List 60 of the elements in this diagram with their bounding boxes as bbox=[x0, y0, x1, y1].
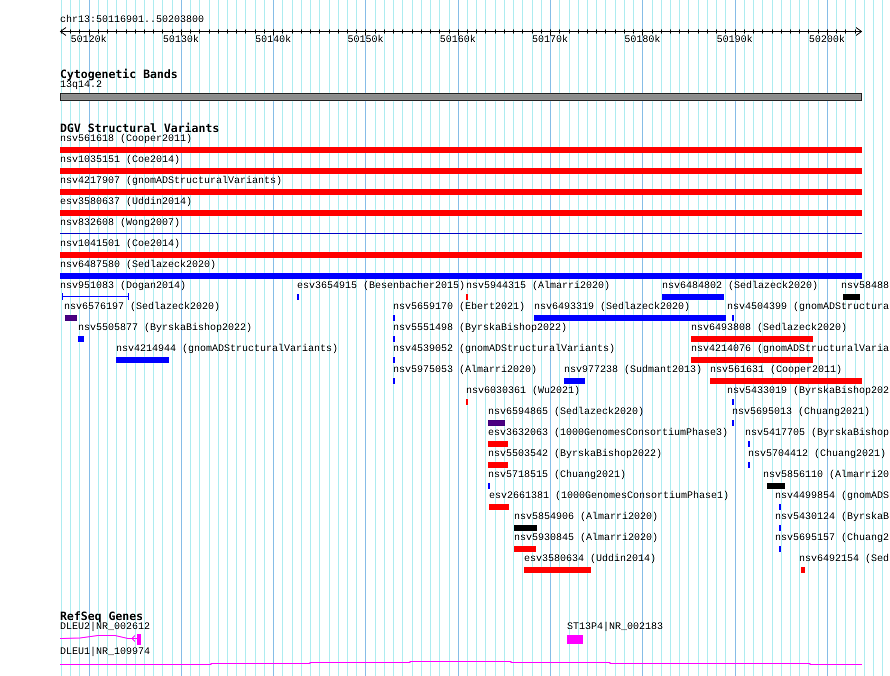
variant-label: nsv4539052 (gnomADStructuralVariants) bbox=[393, 344, 616, 356]
variant-label: nsv561631 (Cooper2011) bbox=[710, 365, 842, 377]
gene-label: DLEU1|NR_109974 bbox=[60, 646, 150, 658]
variant-label: nsv5944315 (Almarri2020) bbox=[466, 281, 610, 293]
variant-label: nsv58488 bbox=[840, 281, 889, 293]
variant-label: nsv5430124 (ByrskaB bbox=[774, 512, 889, 524]
variant-label: nsv5695013 (Chuang2021) bbox=[732, 407, 870, 419]
gene-label: ST13P4|NR_002183 bbox=[567, 622, 664, 634]
variant-label: nsv4504399 (gnomADStructura bbox=[726, 302, 889, 314]
variant-label: nsv1041501 (Coe2014) bbox=[60, 239, 180, 251]
variant-label: nsv5551498 (ByrskaBishop2022) bbox=[393, 323, 568, 335]
variant-label: nsv951083 (Dogan2014) bbox=[60, 281, 186, 293]
variant-label: nsv4214076 (gnomADStructuralVaria bbox=[690, 344, 889, 356]
variant-label: nsv832608 (Wong2007) bbox=[60, 218, 180, 230]
band-label: 13q14.2 bbox=[60, 80, 102, 92]
track-title: Cytogenetic Bands bbox=[60, 68, 178, 80]
variant-label: nsv1035151 (Coe2014) bbox=[60, 155, 180, 167]
variant-label: nsv6576197 (Sedlazeck2020) bbox=[64, 302, 220, 314]
tick-label: 50190k bbox=[716, 35, 753, 47]
variant-label: nsv5695157 (Chuang2 bbox=[774, 533, 889, 545]
variant-label: nsv4217907 (gnomADStructuralVariants) bbox=[60, 176, 282, 188]
tick-label: 50120k bbox=[70, 35, 107, 47]
variant-label: nsv5417705 (ByrskaBishop bbox=[744, 428, 889, 440]
variant-label: nsv4499854 (gnomADS bbox=[774, 491, 889, 503]
variant-label: nsv977238 (Sudmant2013) bbox=[564, 365, 702, 377]
variant-label: nsv6487580 (Sedlazeck2020) bbox=[60, 260, 216, 272]
variant-label: esv3654915 (Besenbacher2015) bbox=[297, 281, 466, 293]
variant-label: nsv6493319 (Sedlazeck2020) bbox=[534, 302, 690, 314]
variant-label: esv2661381 (1000GenomesConsortiumPhase1) bbox=[489, 491, 730, 503]
variant-label: nsv6493808 (Sedlazeck2020) bbox=[691, 323, 848, 335]
gene-label: DLEU2|NR_002612 bbox=[60, 622, 150, 634]
location-label: chr13:50116901..50203800 bbox=[60, 15, 204, 27]
variant-label: esv3580637 (Uddin2014) bbox=[60, 197, 192, 209]
variant-label: nsv5505877 (ByrskaBishop2022) bbox=[78, 323, 252, 335]
tick-label: 50140k bbox=[255, 35, 292, 47]
variant-label: nsv6484802 (Sedlazeck2020) bbox=[662, 281, 818, 293]
tick-label: 50160k bbox=[440, 35, 476, 47]
track-title: DGV Structural Variants bbox=[60, 122, 220, 134]
variant-label: nsv5975053 (Almarri2020) bbox=[393, 365, 538, 377]
variant-label: nsv5704412 (Chuang2021) bbox=[748, 449, 886, 461]
variant-label: nsv4214944 (gnomADStructuralVariants) bbox=[116, 344, 338, 356]
variant-label: nsv5930845 (Almarri2020) bbox=[514, 533, 658, 545]
variant-label: esv3632063 (1000GenomesConsortiumPhase3) bbox=[488, 428, 728, 440]
tick-label: 50150k bbox=[347, 35, 384, 47]
variant-label: nsv5856110 (Almarri20 bbox=[762, 470, 889, 482]
variant-label: nsv561618 (Cooper2011) bbox=[60, 134, 192, 146]
variant-label: nsv6030361 (Wu2021) bbox=[466, 386, 580, 398]
tick-label: 50170k bbox=[532, 35, 568, 47]
variant-label: nsv5503542 (ByrskaBishop2022) bbox=[488, 449, 662, 461]
variant-label: nsv6594865 (Sedlazeck2020) bbox=[488, 407, 644, 419]
tick-label: 50180k bbox=[624, 35, 660, 47]
tick-label: 50130k bbox=[162, 35, 199, 47]
tick-label: 50200k bbox=[808, 35, 845, 47]
variant-label: esv3580634 (Uddin2014) bbox=[524, 554, 656, 566]
variant-label: nsv5659170 (Ebert2021) bbox=[393, 302, 526, 314]
variant-label: nsv5854906 (Almarri2020) bbox=[514, 512, 658, 524]
variant-label: nsv6492154 (Sed bbox=[798, 554, 889, 566]
variant-label: nsv5718515 (Chuang2021) bbox=[488, 470, 626, 482]
track-title: RefSeq Genes bbox=[60, 610, 144, 622]
variant-label: nsv5433019 (ByrskaBishop202 bbox=[726, 386, 889, 398]
